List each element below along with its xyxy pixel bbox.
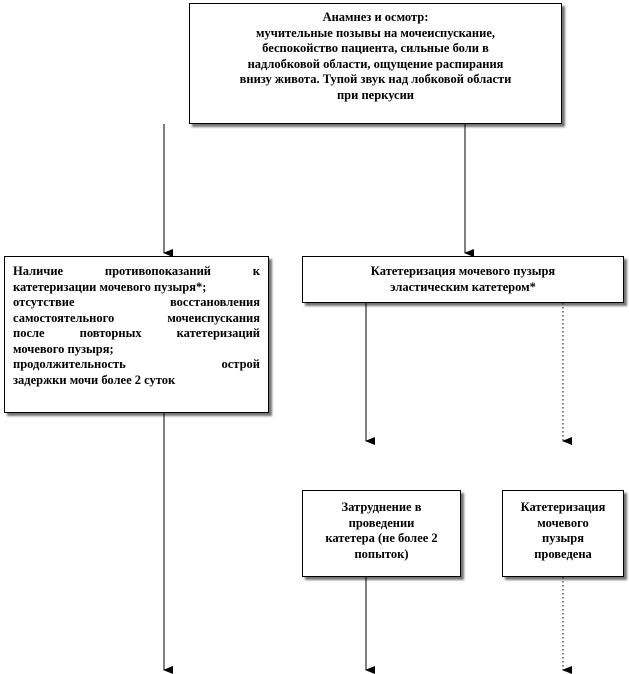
done-line: пузыря xyxy=(542,531,584,545)
catheterization-line: Катетеризация мочевого пузыря xyxy=(370,264,556,278)
difficulty-box: Затруднение в проведении катетера (не бо… xyxy=(302,490,461,577)
difficulty-line: попыток) xyxy=(354,546,409,561)
contraindications-line: мочевого пузыря; xyxy=(13,341,114,356)
anamnesis-line: мучительные позывы на мочеиспускание, xyxy=(256,25,495,40)
contraindications-line: катетеризации мочевого пузыря*; xyxy=(13,279,207,294)
contraindications-line: самостоятельного мочеиспускания xyxy=(13,310,260,325)
contraindications-line: Наличие противопоказаний к xyxy=(13,264,260,278)
anamnesis-line: беспокойство пациента, сильные боли в xyxy=(262,41,489,55)
anamnesis-line: надлобковой области, ощущение распирания xyxy=(247,56,504,71)
anamnesis-line: внизу живота. Тупой звук над лобковой об… xyxy=(239,72,512,86)
catheterization-box: Катетеризация мочевого пузыря эластическ… xyxy=(302,256,624,303)
done-line: мочевого xyxy=(537,515,589,530)
anamnesis-box: Анамнез и осмотр: мучительные позывы на … xyxy=(189,3,562,124)
contraindications-line: после повторных катетеризаций xyxy=(13,326,260,340)
difficulty-line: катетера (не более 2 xyxy=(325,531,438,545)
contraindications-box: Наличие противопоказаний к катетеризации… xyxy=(4,256,269,413)
difficulty-line: проведении xyxy=(348,515,415,530)
difficulty-line: Затруднение в xyxy=(341,500,422,514)
done-line: проведена xyxy=(534,546,592,561)
done-box: Катетеризация мочевого пузыря проведена xyxy=(502,490,624,577)
contraindications-line: продолжительность острой xyxy=(13,357,260,371)
done-line: Катетеризация xyxy=(520,500,606,514)
anamnesis-line: при перкусии xyxy=(336,87,415,102)
contraindications-line: задержки мочи более 2 суток xyxy=(13,372,176,387)
contraindications-line: отсутствие восстановления xyxy=(13,295,260,309)
catheterization-line: эластическим катетером* xyxy=(390,279,536,294)
anamnesis-title: Анамнез и осмотр: xyxy=(322,10,429,24)
